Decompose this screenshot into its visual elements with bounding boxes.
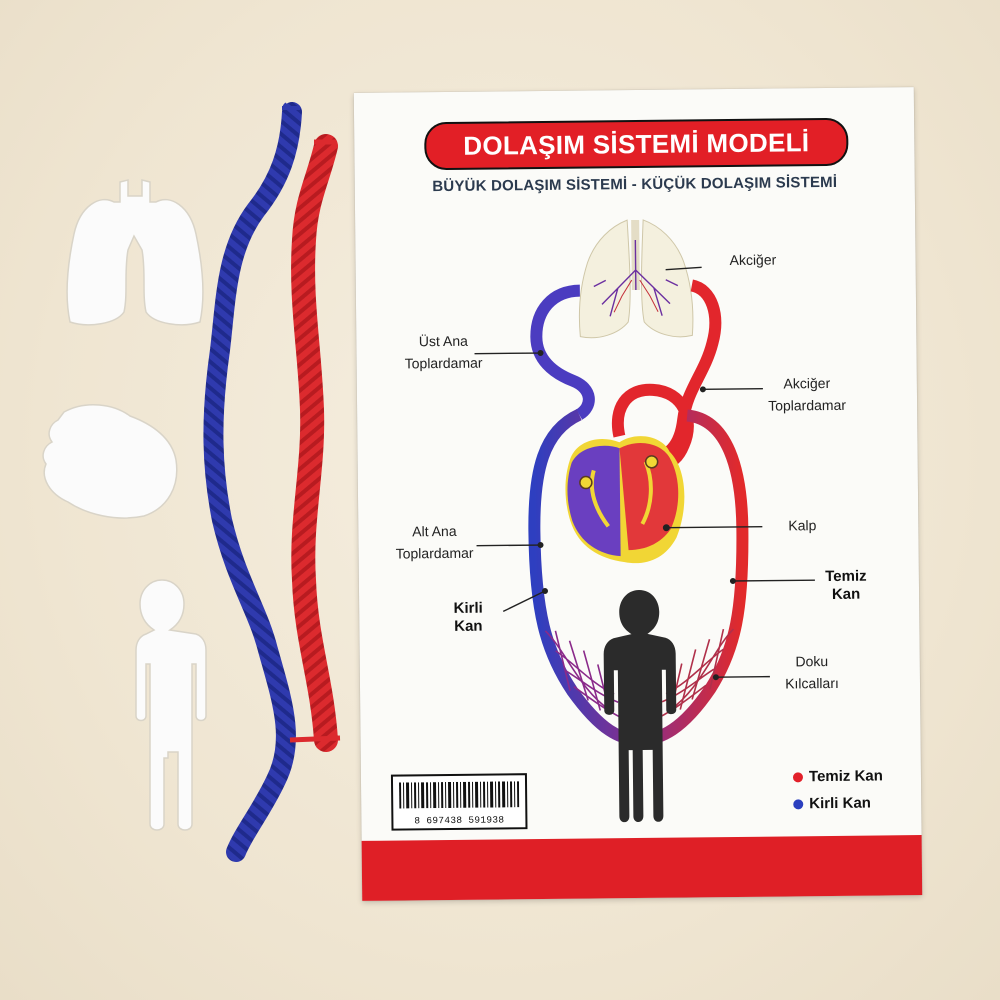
heart-illustration (565, 436, 685, 564)
circulation-diagram (474, 219, 815, 823)
lung-cutout[interactable] (62, 176, 208, 332)
capillary-mesh-right (657, 628, 734, 719)
legend-item-clean-blood: Temiz Kan (792, 767, 883, 785)
capillary-mesh-left (544, 630, 623, 719)
blue-rope[interactable] (203, 102, 302, 862)
pulmonary-vein (651, 279, 722, 466)
card-red-footer (361, 835, 923, 901)
pulmonary-artery (530, 284, 595, 420)
lungs-illustration (578, 219, 694, 339)
leader-dots (537, 350, 736, 681)
human-silhouette (603, 589, 677, 823)
barcode: 8 697438 591938 (390, 773, 528, 831)
blue-dot-icon (793, 798, 804, 809)
heart-cutout[interactable] (36, 398, 182, 522)
leader-lines (474, 266, 815, 678)
circulatory-system-card: DOLAŞIM SİSTEMİ MODELİ BÜYÜK DOLAŞIM SİS… (353, 87, 923, 901)
blue-rope-frayed-end (282, 102, 300, 116)
legend: Temiz Kan Kirli Kan (792, 767, 883, 822)
legend-item-dirty-blood: Kirli Kan (793, 794, 883, 812)
red-rope-frayed-end (289, 139, 341, 743)
label-lung: Akciğer (729, 251, 777, 269)
human-figure-cutout[interactable] (112, 576, 212, 838)
label-heart: Kalp (788, 517, 817, 534)
red-rope[interactable] (291, 134, 338, 752)
barcode-number: 8 697438 591938 (414, 814, 505, 827)
red-dot-icon (792, 771, 804, 782)
barcode-bars (399, 781, 520, 809)
